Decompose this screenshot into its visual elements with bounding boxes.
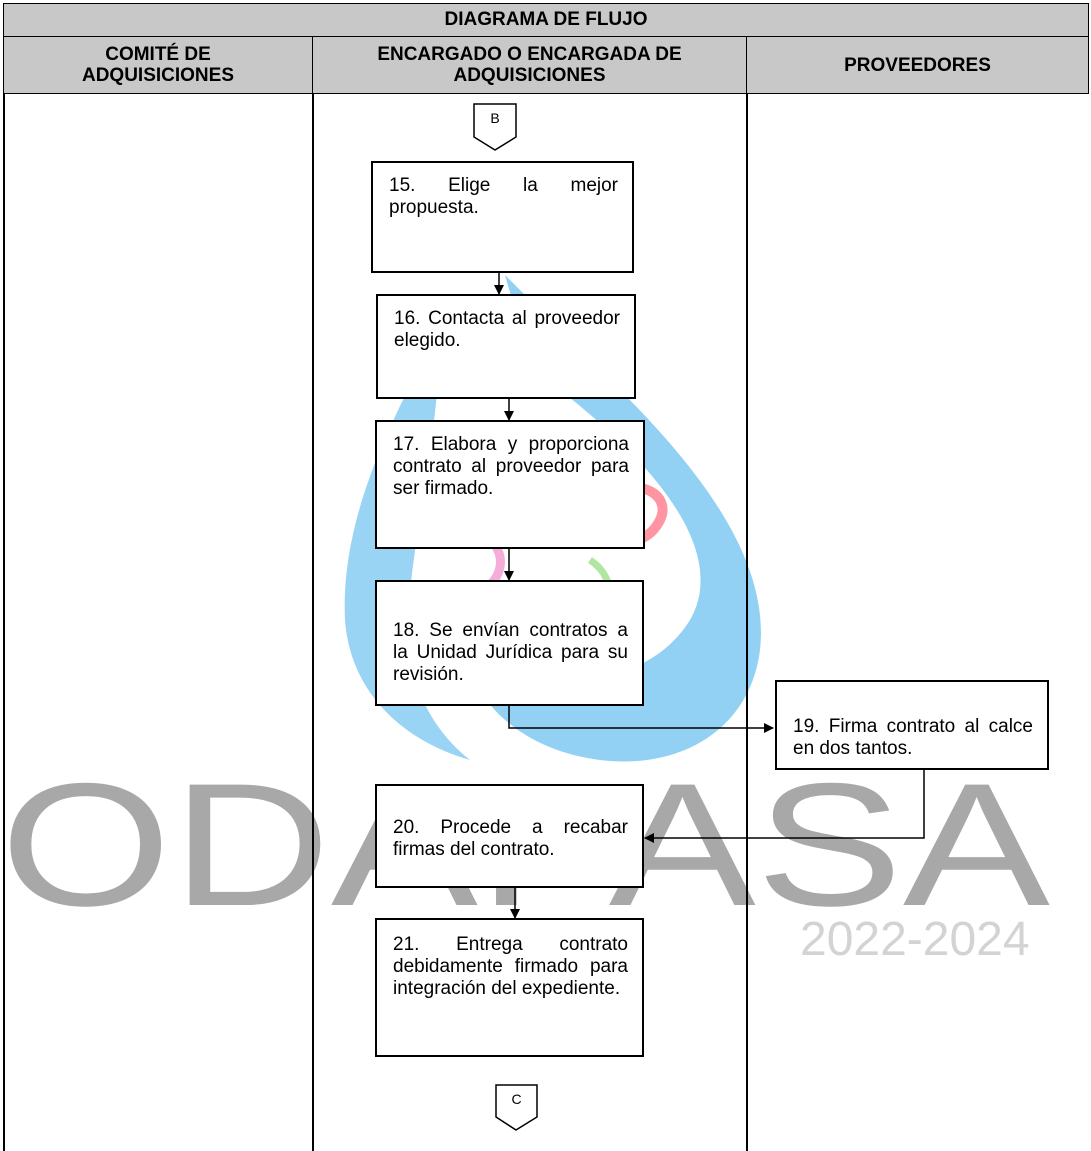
step-15-text: 15. Elige la mejor propuesta.: [389, 175, 618, 218]
step-20-box: 20. Procede a recabar firmas del contrat…: [375, 784, 644, 888]
connector-c-label: C: [511, 1091, 522, 1107]
column-header-encargado-text: ENCARGADO O ENCARGADA DE ADQUISICIONES: [377, 44, 682, 86]
column-header-comite-text: COMITÉ DE ADQUISICIONES: [81, 44, 235, 86]
step-19-box: 19. Firma contrato al calce en dos tanto…: [775, 680, 1049, 770]
column-header-proveedores: PROVEEDORES: [746, 36, 1089, 94]
lane-border-1: [312, 94, 314, 1151]
diagram-title-text: DIAGRAMA DE FLUJO: [444, 9, 648, 30]
step-15-box: 15. Elige la mejor propuesta.: [371, 161, 634, 273]
step-18-text: 18. Se envían contratos a la Unidad Jurí…: [393, 620, 628, 685]
step-16-box: 16. Contacta al proveedor elegido.: [376, 294, 636, 399]
step-18-box: 18. Se envían contratos a la Unidad Jurí…: [375, 580, 644, 706]
lane-border-2: [746, 94, 748, 1151]
connector-c-shape: [495, 1084, 538, 1131]
step-21-box: 21. Entrega contrato debidamente firmado…: [375, 918, 644, 1057]
step-17-box: 17. Elabora y proporciona contrato al pr…: [375, 420, 645, 549]
column-header-comite: COMITÉ DE ADQUISICIONES: [3, 36, 313, 94]
column-header-encargado: ENCARGADO O ENCARGADA DE ADQUISICIONES: [312, 36, 747, 94]
step-17-text: 17. Elabora y proporciona contrato al pr…: [393, 434, 629, 499]
lane-border-left: [3, 94, 5, 1151]
step-16-text: 16. Contacta al proveedor elegido.: [394, 308, 620, 351]
step-19-text: 19. Firma contrato al calce en dos tanto…: [793, 716, 1033, 759]
arrow-19-20: [644, 769, 925, 843]
arrow-18-19: [508, 705, 774, 733]
connector-b-shape: [473, 103, 517, 151]
step-20-text: 20. Procede a recabar firmas del contrat…: [393, 817, 628, 860]
connector-b-label: B: [490, 110, 500, 126]
column-header-proveedores-text: PROVEEDORES: [844, 54, 991, 76]
step-21-text: 21. Entrega contrato debidamente firmado…: [393, 934, 628, 999]
